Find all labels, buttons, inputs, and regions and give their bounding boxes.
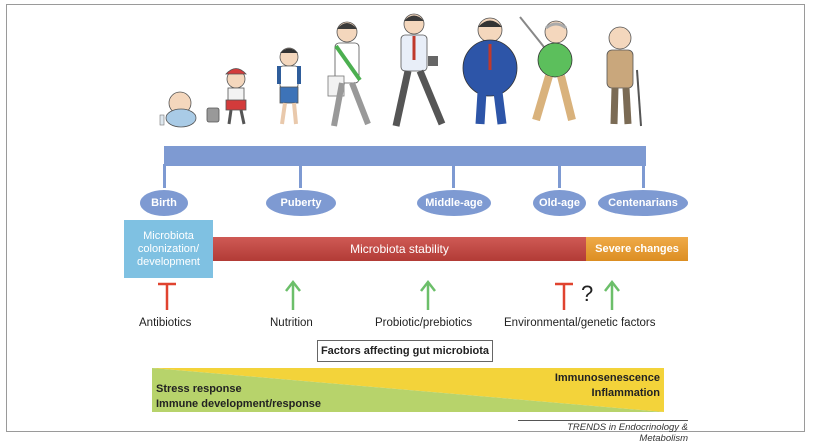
stage-middle-age: Middle-age [417,190,491,216]
immune-wedge [152,368,664,412]
wedge-right-line-1: Immunosenescence [554,372,660,384]
baby-figure [159,91,197,128]
stage-puberty: Puberty [266,190,336,216]
inhibit-icon [555,282,573,310]
teen-figure [327,21,371,127]
boy-figure [277,47,301,125]
factor-nutrition: Nutrition [270,317,313,329]
wedge-right-line-2: Inflammation [591,387,660,399]
stage-old-age: Old-age [533,190,586,216]
phase-severe-changes: Severe changes [586,237,688,261]
inhibit-icon [158,282,176,310]
timeline-connector-old-age [558,164,561,188]
factor-probiotics-prebiotics: Probiotic/prebiotics [375,317,473,329]
timeline-connector-middle-age [452,164,455,188]
wedge-left-line-2: Immune development/response [156,398,322,410]
toddler-figure [206,68,247,125]
life-stage-people-illustration [0,0,813,140]
promote-arrow-icon [604,279,620,310]
factor-antibiotics: Antibiotics [139,317,192,329]
adult-figure [392,13,446,127]
middle-aged-figure [462,17,518,125]
factors-title-box: Factors affecting gut microbiota [317,340,493,362]
figure-frame [6,4,805,432]
stage-centenarians: Centenarians [598,190,688,216]
wedge-left-line-1: Stress response [156,383,242,395]
factor-environmental-genetic: Environmental/genetic factors [504,317,656,329]
timeline-connector-centenarians [642,164,645,188]
promote-arrow-icon [285,279,301,310]
uncertain-effect-mark: ? [581,281,594,306]
stage-birth: Birth [140,190,188,216]
promote-arrow-icon [420,279,436,310]
phase-stability: Microbiota stability [213,237,586,261]
source-credit: TRENDS in Endocrinology & Metabolism [518,420,688,444]
phase-colonization: Microbiota colonization/ development [124,220,213,278]
golfer-figure [519,16,576,122]
life-timeline-bar [164,146,646,166]
timeline-connector-birth [163,164,166,188]
elderly-figure [606,26,642,127]
timeline-connector-puberty [299,164,302,188]
